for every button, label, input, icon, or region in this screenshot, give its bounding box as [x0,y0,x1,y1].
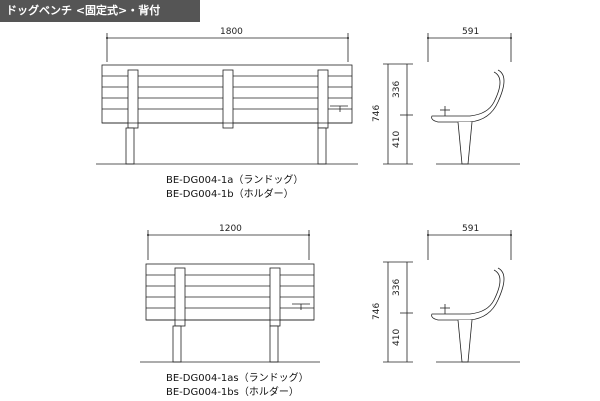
large-model-a: BE-DG004-1a（ランドッグ） [166,173,303,186]
large-model-b: BE-DG004-1b（ホルダー） [166,187,294,200]
large-bench-side-view [383,33,520,165]
large-depth-dimension: 591 [462,27,479,37]
small-back-dimension: 336 [392,279,402,296]
small-model-a: BE-DG004-1as（ランドッグ） [166,371,309,384]
small-bench-front-view [140,230,320,363]
small-bench-side-view [383,230,520,363]
page-title: ドッグベンチ <固定式>・背付 [0,0,200,22]
small-depth-dimension: 591 [462,224,479,234]
small-model-b: BE-DG004-1bs（ホルダー） [166,385,299,398]
large-width-dimension: 1800 [220,27,243,37]
large-height-dimension: 746 [372,105,382,122]
large-seat-dimension: 410 [392,131,402,148]
large-back-dimension: 336 [392,81,402,98]
small-seat-dimension: 410 [392,329,402,346]
small-width-dimension: 1200 [219,224,242,234]
large-bench-front-view [96,33,358,165]
small-height-dimension: 746 [372,303,382,320]
